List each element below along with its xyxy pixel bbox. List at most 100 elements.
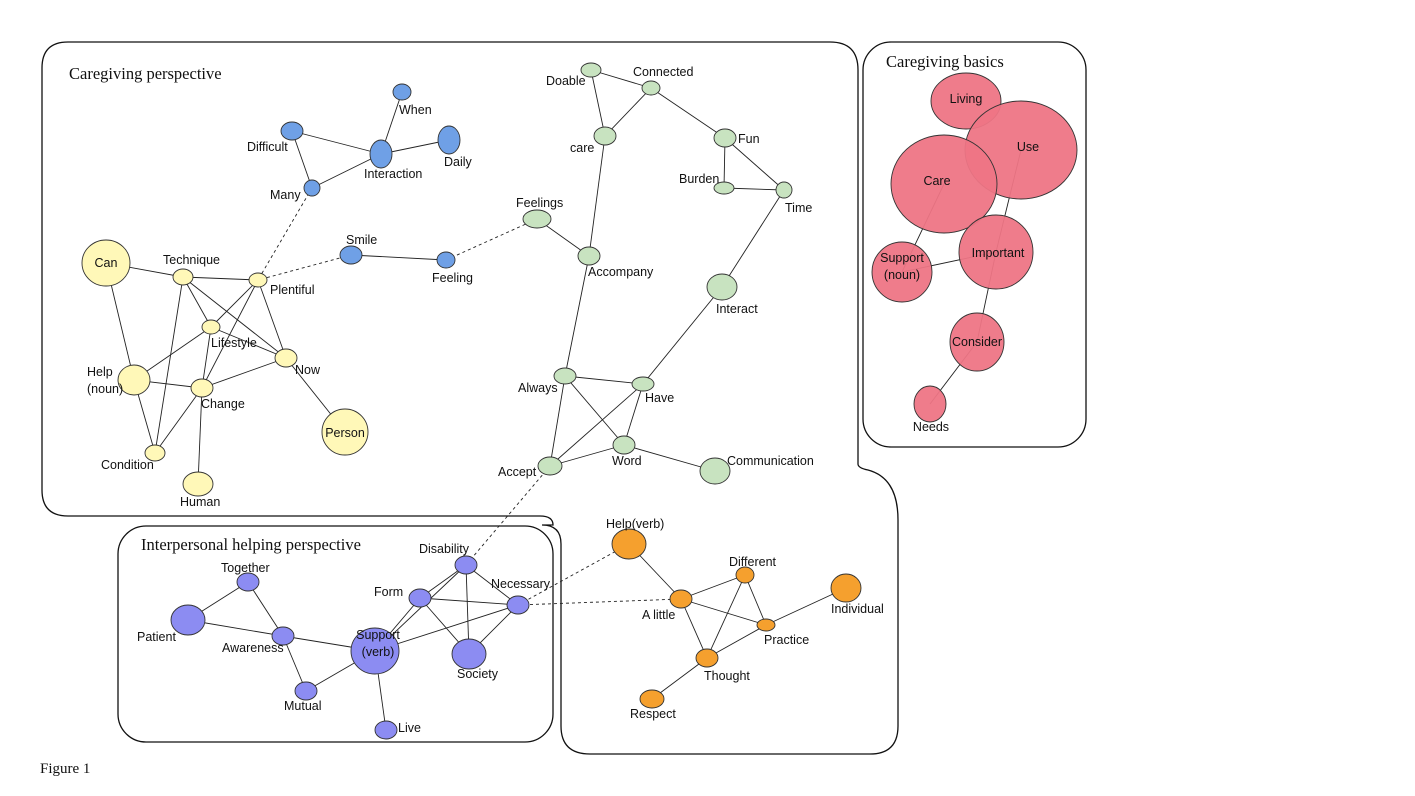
node-always	[553, 367, 577, 385]
node-label-technique: Technique	[163, 253, 220, 267]
edge-necessary-help-verb	[517, 543, 630, 606]
edge-daily-interaction	[380, 139, 450, 155]
node-feeling	[436, 251, 456, 269]
edge-smile-feeling	[350, 254, 447, 261]
node-label-disability: Disability	[419, 542, 470, 556]
edge-many-interaction	[311, 153, 382, 189]
node-human	[182, 471, 214, 497]
labels-layer: WhenDifficultDailyInteractionManySmileFe…	[87, 65, 1039, 735]
region-outline-caregiving-basics	[862, 41, 1087, 448]
node-condition	[144, 444, 166, 462]
node-society	[451, 638, 487, 670]
node-plentiful	[248, 272, 268, 288]
edge-change-condition	[154, 387, 203, 454]
node-word	[612, 435, 636, 455]
edge-connected-fun	[650, 87, 726, 139]
node-live	[374, 720, 398, 740]
edge-different-practice	[744, 574, 767, 626]
node-now	[274, 348, 298, 368]
node-label-necessary: Necessary	[491, 577, 551, 591]
node-label-awareness: Awareness	[222, 641, 284, 655]
edge-form-necessary	[419, 597, 519, 606]
node-label-always: Always	[518, 381, 558, 395]
node-label-support-noun: Support(noun)	[880, 251, 924, 282]
node-daily	[437, 125, 461, 155]
edge-a-little-thought	[680, 598, 708, 659]
node-change	[190, 378, 214, 398]
node-communication	[699, 457, 731, 485]
edge-technique-lifestyle	[182, 276, 212, 328]
node-label-help-verb: Help(verb)	[606, 517, 664, 531]
node-label-burden: Burden	[679, 172, 719, 186]
edge-always-have	[564, 375, 644, 385]
region-title-interpersonal-helping-perspective: Interpersonal helping perspective	[141, 535, 361, 554]
node-interact	[706, 273, 738, 301]
node-label-word: Word	[612, 454, 642, 468]
node-label-help-noun: Help(noun)	[87, 365, 123, 396]
node-label-interact: Interact	[716, 302, 758, 316]
edge-word-accept	[549, 444, 625, 467]
node-needs	[913, 385, 947, 423]
node-care	[890, 134, 998, 234]
edge-always-accept	[549, 375, 566, 467]
edge-doable-care-lower	[590, 69, 606, 137]
region-outlines	[41, 41, 1087, 755]
edge-interact-have	[642, 286, 723, 385]
edge-lifestyle-now	[210, 326, 287, 359]
node-label-time: Time	[785, 201, 812, 215]
node-label-communication: Communication	[727, 454, 814, 468]
node-help-noun	[117, 364, 151, 396]
node-necessary	[506, 595, 530, 615]
edge-awareness-mutual	[282, 635, 307, 692]
node-accept	[537, 456, 563, 476]
node-label-difficult: Difficult	[247, 140, 288, 154]
node-form	[408, 588, 432, 608]
node-respect	[639, 689, 665, 709]
node-label-different: Different	[729, 555, 777, 569]
edge-lifestyle-change	[201, 326, 212, 389]
edge-together-awareness	[247, 581, 284, 637]
node-label-society: Society	[457, 667, 499, 681]
edge-doable-connected	[590, 69, 652, 89]
node-accompany	[577, 246, 601, 266]
edge-connected-care-lower	[604, 87, 652, 137]
node-thought	[695, 648, 719, 668]
node-label-now: Now	[295, 363, 321, 377]
node-lifestyle	[201, 319, 221, 335]
node-when	[392, 83, 412, 101]
node-label-doable: Doable	[546, 74, 586, 88]
edge-plentiful-now	[257, 279, 287, 359]
node-label-plentiful: Plentiful	[270, 283, 314, 297]
edge-thought-respect	[651, 657, 708, 700]
edge-a-little-practice	[680, 598, 767, 626]
node-consider	[949, 312, 1005, 372]
node-burden	[713, 181, 735, 195]
node-label-many: Many	[270, 188, 301, 202]
node-label-feeling: Feeling	[432, 271, 473, 285]
edge-feeling-feelings	[445, 218, 538, 261]
node-together	[236, 572, 260, 592]
node-label-important: Important	[972, 246, 1025, 260]
edge-different-thought	[706, 574, 746, 659]
node-label-live: Live	[398, 721, 421, 735]
edge-technique-condition	[154, 276, 184, 454]
node-technique	[172, 268, 194, 286]
node-mutual	[294, 681, 318, 701]
nodes-layer	[81, 62, 1078, 740]
region-outline-interpersonal-helping-perspective	[117, 525, 554, 743]
node-label-use: Use	[1017, 140, 1039, 154]
node-disability	[454, 555, 478, 575]
edge-disability-necessary	[465, 564, 519, 606]
node-label-human: Human	[180, 495, 220, 509]
edge-change-human	[197, 387, 203, 485]
node-label-care: Care	[923, 174, 950, 188]
node-awareness	[271, 626, 295, 646]
edge-accompany-always	[564, 255, 590, 377]
node-many	[303, 179, 321, 197]
edge-time-interact	[721, 189, 785, 288]
node-individual	[830, 573, 862, 603]
node-smile	[339, 245, 363, 265]
edge-plentiful-change	[201, 279, 259, 389]
node-label-when: When	[399, 103, 432, 117]
